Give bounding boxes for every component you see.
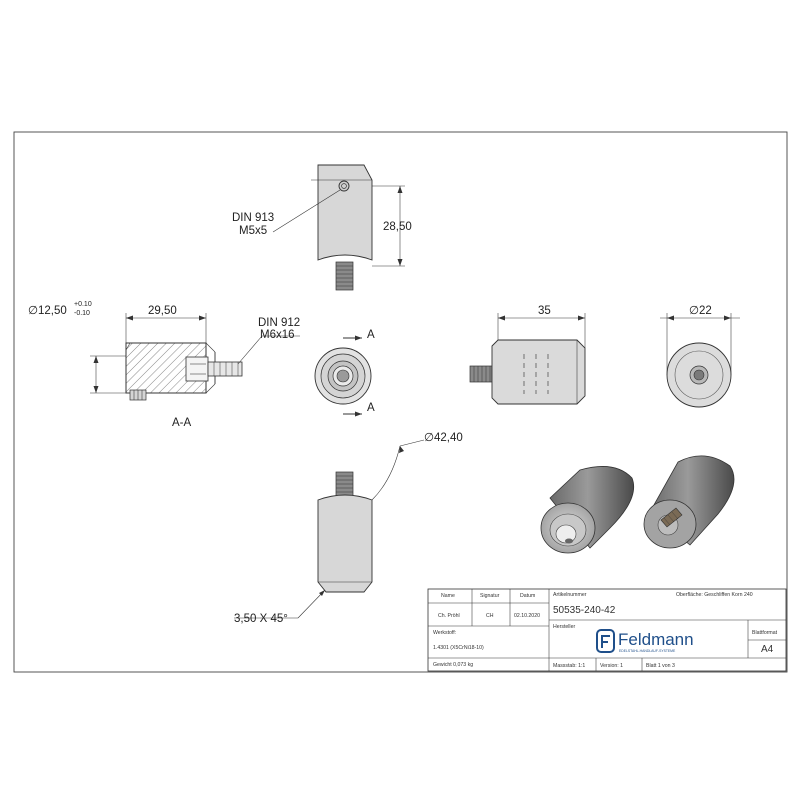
- manufacturer-label: Hersteller: [553, 624, 575, 630]
- format-label: Blattformat: [752, 630, 778, 636]
- height-dimension: 28,50: [383, 221, 412, 233]
- radius-dimension: ∅42,40: [424, 432, 463, 444]
- company-tagline: EDELSTAHL-HANDLAUF-SYSTEME: [619, 649, 676, 653]
- top-view: DIN 913 M5x5 28,50: [232, 164, 412, 291]
- surface: Oberfläche: Geschliffen Korn 240: [676, 592, 753, 598]
- end-view: ∅22: [660, 305, 740, 408]
- scale: Massstab: 1:1: [553, 663, 585, 669]
- article-label: Artikelnummer: [553, 592, 587, 598]
- col-name: Name: [441, 593, 455, 599]
- tolerance-lower: -0.10: [74, 310, 90, 317]
- end-diameter-dimension: ∅22: [689, 305, 712, 317]
- article-number: 50535-240-42: [553, 605, 616, 616]
- m6x16-label: M6x16: [260, 329, 295, 341]
- sheet-number: Blatt 1 von 3: [646, 663, 675, 669]
- front-view: A A: [314, 329, 375, 417]
- bottom-view: ∅42,40 3,50 X 45°: [234, 432, 463, 625]
- section-view: 29,50 ∅12,50 +0.10 -0.10 DIN 912 M6x16 A…: [28, 301, 300, 429]
- 3d-render-right: [643, 455, 735, 549]
- leader-line: [272, 189, 341, 233]
- title-block: Name Signatur Datum Ch. Pröhl CH 02.10.2…: [427, 588, 787, 672]
- m5x5-label: M5x5: [239, 225, 267, 237]
- weight: Gewicht 0,073 kg: [433, 662, 473, 668]
- side-length-dimension: 35: [538, 305, 551, 317]
- material-value: 1.4301 (X5CrNi18-10): [433, 645, 484, 651]
- din912-label: DIN 912: [258, 317, 300, 329]
- version: Version: 1: [600, 663, 623, 669]
- section-diameter-dimension: ∅12,50: [28, 305, 67, 317]
- date: 02.10.2020: [514, 613, 540, 619]
- thread-stud: [660, 507, 683, 528]
- section-length-dimension: 29,50: [148, 305, 177, 317]
- format-value: A4: [761, 644, 774, 655]
- col-signature: Signatur: [480, 593, 500, 599]
- socket-screw: [207, 361, 243, 377]
- feldmann-logo: Feldmann EDELSTAHL-HANDLAUF-SYSTEME: [596, 629, 694, 653]
- chamfer-dimension: 3,50 X 45°: [234, 613, 288, 625]
- tolerance-upper: +0.10: [74, 301, 92, 308]
- checked-by: Ch. Pröhl: [438, 613, 460, 619]
- din913-label: DIN 913: [232, 212, 274, 224]
- side-view: 35: [469, 305, 586, 405]
- signature: CH: [486, 613, 494, 619]
- company-name: Feldmann: [618, 630, 694, 649]
- material-label: Werkstoff:: [433, 630, 456, 636]
- section-label: A-A: [172, 417, 192, 429]
- cut-label-top: A: [367, 329, 375, 341]
- cut-label-bottom: A: [367, 402, 375, 414]
- 3d-render-left: [540, 466, 635, 554]
- sheet-frame: [13, 131, 788, 673]
- col-date: Datum: [520, 593, 535, 599]
- set-screw-thread: [335, 261, 354, 291]
